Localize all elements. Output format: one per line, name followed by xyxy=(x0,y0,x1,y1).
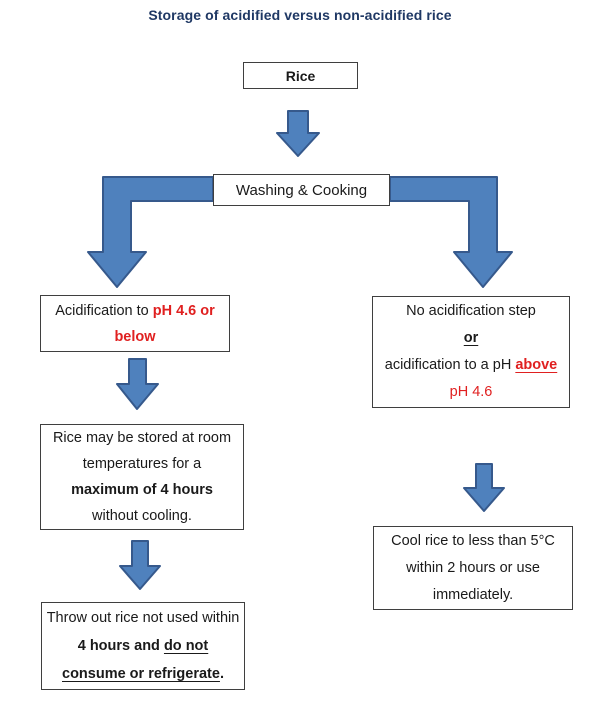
node-washing-cooking-label: Washing & Cooking xyxy=(235,181,368,199)
node-rice: Rice xyxy=(243,62,358,89)
node-acidification: Acidification to pH 4.6 or below xyxy=(40,295,230,352)
down-arrow-noacid-to-cool-icon xyxy=(463,463,505,512)
maximum-4-hours-text: maximum of 4 hours xyxy=(71,482,213,498)
node-throw-out-text: Throw out rice not used within 4 hours a… xyxy=(46,610,240,682)
ph-46-or-below-text: pH 4.6 or below xyxy=(114,302,215,345)
node-washing-cooking: Washing & Cooking xyxy=(213,174,390,206)
node-acidification-text: Acidification to pH 4.6 or below xyxy=(55,302,215,345)
elbow-arrow-right-icon xyxy=(389,176,513,288)
down-arrow-acid-to-store-icon xyxy=(116,358,159,410)
down-arrow-rice-to-washing-icon xyxy=(276,110,320,157)
above-text: above xyxy=(515,357,558,373)
node-room-storage: Rice may be stored at room temperatures … xyxy=(40,424,244,530)
ph-46-text: pH 4.6 xyxy=(449,384,493,400)
page-title: Storage of acidified versus non-acidifie… xyxy=(148,7,452,23)
4-hours-and-text: 4 hours and xyxy=(77,638,164,654)
node-rice-label: Rice xyxy=(285,67,316,84)
down-arrow-store-to-throw-icon xyxy=(119,540,161,590)
node-cool-rice-text: Cool rice to less than 5°C within 2 hour… xyxy=(391,532,555,603)
or-text: or xyxy=(463,330,479,346)
elbow-arrow-left-icon xyxy=(87,176,214,288)
node-cool-rice: Cool rice to less than 5°C within 2 hour… xyxy=(373,526,573,610)
node-room-storage-text: Rice may be stored at room temperatures … xyxy=(45,425,239,529)
do-not-consume-text: do not consume or refrigerate xyxy=(62,638,220,682)
node-no-acidification-text: No acidification step or acidification t… xyxy=(377,298,565,406)
node-throw-out: Throw out rice not used within 4 hours a… xyxy=(41,602,245,690)
node-no-acidification: No acidification step or acidification t… xyxy=(372,296,570,408)
